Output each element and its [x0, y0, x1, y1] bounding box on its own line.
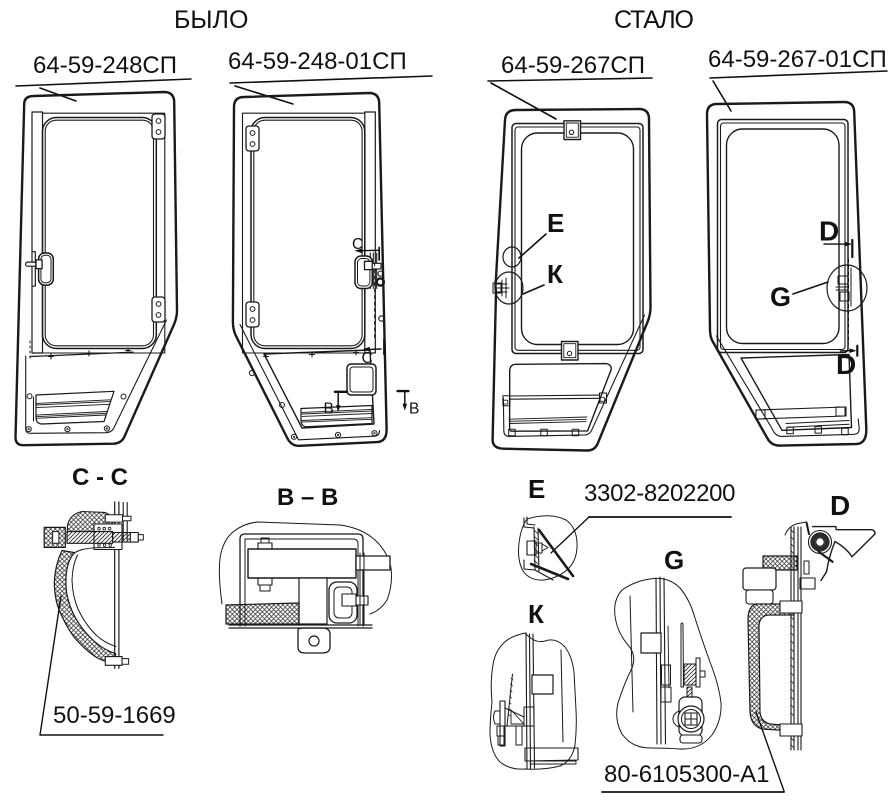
svg-text:B: B — [324, 401, 334, 418]
svg-text:C: C — [362, 350, 373, 367]
svg-text:80-6105300-A1: 80-6105300-A1 — [604, 761, 769, 788]
svg-text:СТАЛО: СТАЛО — [614, 6, 693, 34]
svg-text:D: D — [836, 349, 856, 380]
svg-text:64-59-267-01СП: 64-59-267-01СП — [708, 46, 887, 73]
svg-text:64-59-248-01СП: 64-59-248-01СП — [228, 48, 407, 75]
svg-text:D: D — [819, 216, 839, 247]
svg-text:64-59-248СП: 64-59-248СП — [33, 52, 177, 79]
svg-text:К: К — [528, 599, 544, 629]
svg-text:64-59-267СП: 64-59-267СП — [501, 52, 645, 79]
svg-text:50-59-1669: 50-59-1669 — [53, 702, 176, 729]
svg-text:B: B — [409, 401, 419, 418]
svg-text:B – B: B – B — [277, 484, 338, 511]
svg-text:G: G — [770, 282, 791, 312]
svg-text:E: E — [547, 208, 564, 238]
svg-text:C: C — [352, 236, 363, 253]
svg-text:G: G — [664, 545, 684, 575]
svg-text:К: К — [547, 259, 563, 289]
svg-text:C - C: C - C — [72, 464, 128, 491]
svg-text:3302-8202200: 3302-8202200 — [584, 480, 735, 507]
svg-text:D: D — [830, 490, 850, 521]
svg-text:БЫЛО: БЫЛО — [174, 6, 248, 34]
svg-text:E: E — [528, 474, 545, 504]
